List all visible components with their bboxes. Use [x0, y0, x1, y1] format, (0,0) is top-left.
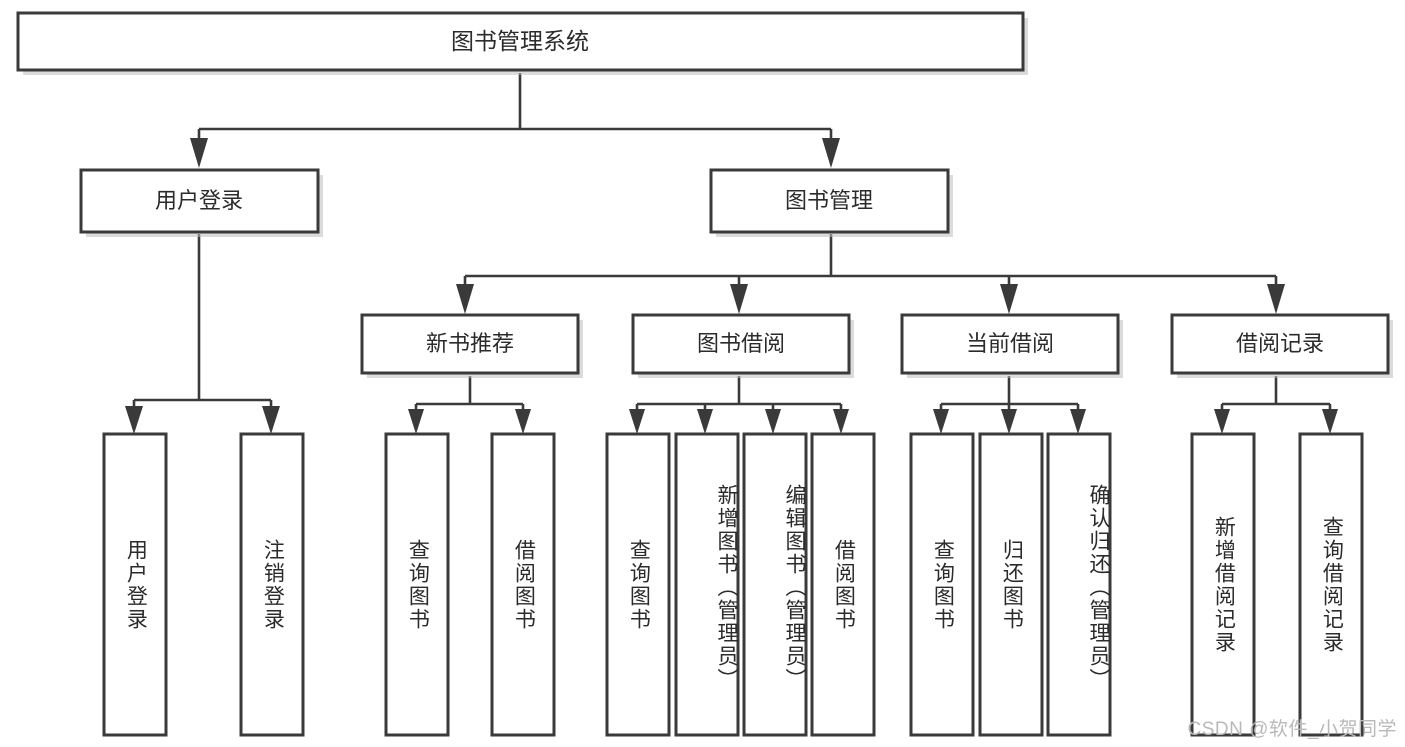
arrow-bm-to-borrow-record	[1267, 284, 1285, 314]
new-book-recommend-node-label: 新书推荐	[426, 331, 514, 356]
node-layer: 图书管理系统 用户登录 图书管理 新书推荐 图书借阅 当前借阅 借阅记录	[16, 11, 1393, 737]
arrow-br-leaf-2	[1322, 409, 1338, 434]
leaf-user-login-box[interactable]	[102, 432, 168, 737]
arrow-root-to-user-login	[190, 138, 208, 168]
arrow-cb-leaf-1	[933, 409, 949, 434]
leaf-query-book-3-box[interactable]	[909, 432, 975, 737]
arrow-bm-to-current-borrow	[1000, 284, 1018, 314]
arrow-br-leaf-1	[1214, 409, 1230, 434]
leaf-borrow-book-1-box[interactable]	[490, 432, 556, 737]
current-borrow-node-box[interactable]	[900, 313, 1120, 375]
arrow-nbr-leaf-1	[408, 409, 424, 434]
arrow-bm-to-book-borrow	[730, 284, 748, 314]
arrow-bb-leaf-1	[629, 409, 645, 434]
new-book-recommend-node-box[interactable]	[360, 313, 580, 375]
arrow-bb-leaf-2	[697, 409, 713, 434]
connector-layer	[125, 73, 1338, 434]
book-management-node-label: 图书管理	[785, 188, 873, 213]
leaf-add-book-box[interactable]	[674, 432, 740, 737]
arrow-cb-leaf-3	[1070, 409, 1086, 434]
arrow-bb-leaf-4	[833, 409, 849, 434]
book-borrow-node-label: 图书借阅	[697, 331, 785, 356]
user-login-node-label: 用户登录	[155, 188, 243, 213]
book-borrow-node-box[interactable]	[631, 313, 851, 375]
arrow-user-login-leaf-2	[262, 406, 280, 434]
leaf-edit-book-box[interactable]	[742, 432, 808, 737]
leaf-confirm-return-box[interactable]	[1046, 432, 1112, 737]
user-login-node-box[interactable]	[79, 168, 320, 234]
root-node-label: 图书管理系统	[451, 28, 589, 54]
leaf-query-record-box[interactable]	[1298, 432, 1364, 737]
leaf-add-record-box[interactable]	[1190, 432, 1256, 737]
csdn-watermark: CSDN @软件_小贺同学	[1187, 719, 1397, 740]
arrow-user-login-leaf-1	[125, 406, 143, 434]
current-borrow-node-label: 当前借阅	[966, 331, 1054, 356]
leaf-return-book-box[interactable]	[978, 432, 1044, 737]
arrow-cb-leaf-2	[1001, 409, 1017, 434]
borrow-record-node-label: 借阅记录	[1236, 331, 1324, 356]
leaf-user-logout-box[interactable]	[239, 432, 305, 737]
borrow-record-node-box[interactable]	[1170, 313, 1390, 375]
arrow-bm-to-new-book-recommend	[456, 284, 474, 314]
root-node-box[interactable]	[16, 11, 1025, 72]
arrow-nbr-leaf-2	[515, 409, 531, 434]
arrow-root-to-book-management	[822, 138, 840, 168]
arrow-bb-leaf-3	[765, 409, 781, 434]
leaf-borrow-book-2-box[interactable]	[810, 432, 876, 737]
leaf-query-book-2-box[interactable]	[605, 432, 671, 737]
leaf-query-book-1-box[interactable]	[384, 432, 450, 737]
book-management-node-box[interactable]	[709, 168, 950, 234]
